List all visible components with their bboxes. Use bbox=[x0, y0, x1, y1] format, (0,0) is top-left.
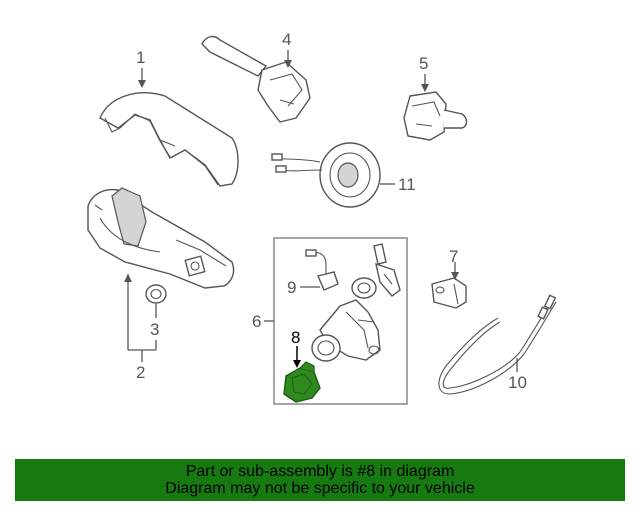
banner-line-disclaimer: Diagram may not be specific to your vehi… bbox=[165, 480, 475, 497]
part-7-bracket[interactable] bbox=[431, 277, 467, 309]
part-9-sensor-harness[interactable] bbox=[305, 249, 339, 291]
callout-4: 4 bbox=[282, 30, 292, 68]
callout-label-8: 8 bbox=[291, 328, 300, 347]
callout-1: 1 bbox=[136, 48, 146, 88]
callout-10: 10 bbox=[508, 358, 527, 392]
callout-9: 9 bbox=[287, 278, 320, 297]
part-11-clock-spring[interactable] bbox=[271, 142, 381, 208]
callout-5: 5 bbox=[419, 54, 429, 92]
callout-label-7: 7 bbox=[449, 247, 458, 266]
callout-label-1: 1 bbox=[136, 48, 145, 67]
callout-3: 3 bbox=[150, 304, 159, 339]
info-banner: Part or sub-assembly is #8 in diagram Di… bbox=[15, 459, 625, 501]
part-4-combination-switch[interactable] bbox=[201, 35, 311, 123]
ignition-key[interactable] bbox=[373, 243, 401, 297]
callout-label-3: 3 bbox=[150, 320, 159, 339]
callout-label-11: 11 bbox=[398, 175, 416, 194]
callout-label-9: 9 bbox=[287, 278, 296, 297]
callout-label-2: 2 bbox=[136, 363, 145, 382]
ignition-lock-housing[interactable] bbox=[311, 299, 381, 362]
callout-11: 11 bbox=[380, 175, 416, 194]
part-1-upper-shroud[interactable] bbox=[99, 92, 239, 187]
callout-7: 7 bbox=[449, 247, 459, 280]
part-5-switch-module[interactable] bbox=[403, 91, 468, 141]
part-2-lower-shroud[interactable] bbox=[87, 187, 235, 289]
info-banner-background bbox=[15, 459, 625, 501]
callout-label-5: 5 bbox=[419, 54, 428, 73]
banner-line-part: Part or sub-assembly is #8 in diagram bbox=[185, 463, 455, 480]
part-3-grommet[interactable] bbox=[145, 284, 167, 304]
part-10-cable[interactable] bbox=[438, 294, 557, 395]
lock-ring[interactable] bbox=[351, 277, 377, 299]
callout-label-10: 10 bbox=[508, 373, 527, 392]
callout-2: 2 bbox=[124, 274, 157, 382]
part-8-ignition-switch[interactable] bbox=[283, 361, 321, 403]
callout-label-4: 4 bbox=[282, 30, 291, 49]
callout-8: 8 bbox=[291, 328, 301, 368]
callout-label-6: 6 bbox=[252, 312, 261, 331]
callout-6: 6 bbox=[252, 312, 274, 331]
